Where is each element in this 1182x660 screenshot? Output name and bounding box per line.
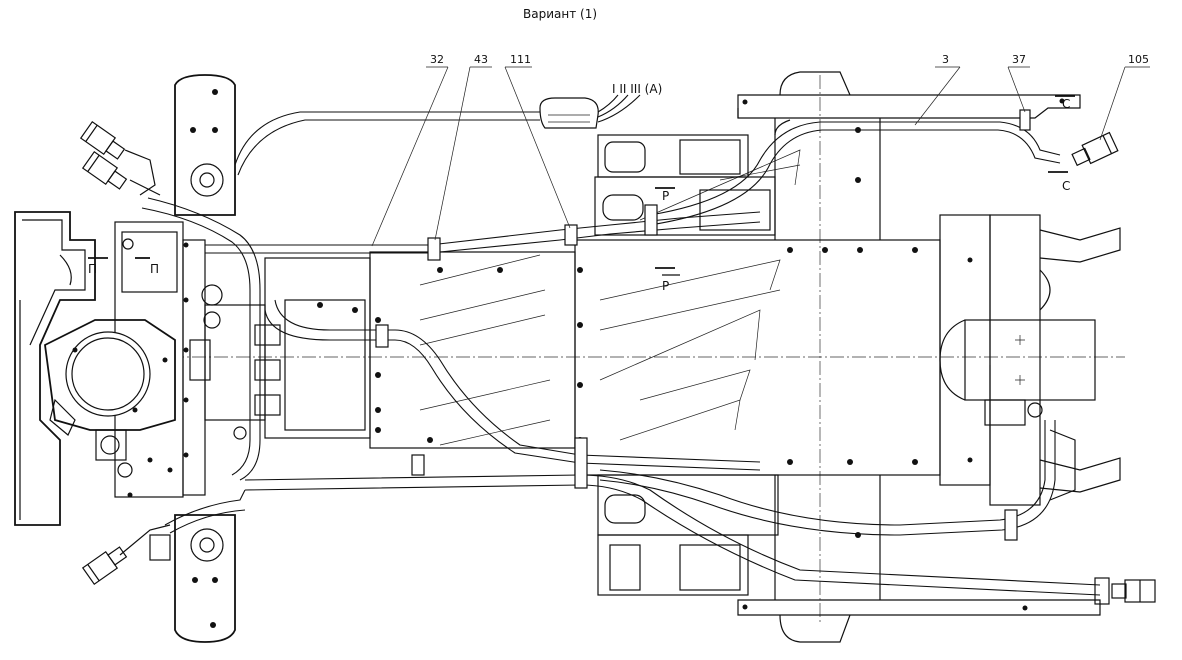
quick-coupling-upper-left — [79, 120, 161, 196]
svg-text:105: 105 — [1128, 53, 1149, 66]
drawing-title: Вариант (1) — [523, 7, 597, 21]
upper-left-bracket — [174, 74, 236, 216]
view-marker: I II III (A) — [612, 82, 662, 96]
pipe-upper-long — [234, 111, 540, 176]
pipe-lower-run — [244, 474, 1101, 596]
quick-coupling-105 — [1071, 131, 1119, 167]
section-c-lower-label: C — [1062, 179, 1070, 193]
clamp-37 — [1019, 109, 1031, 131]
upper-tank — [594, 134, 776, 236]
section-pi-right-label: П — [150, 262, 159, 276]
rear-axle-housing — [939, 214, 1121, 506]
hose-bundle-end — [539, 94, 641, 129]
callout-43: 43 — [434, 53, 492, 241]
pipe-32 — [205, 211, 761, 254]
svg-text:37: 37 — [1012, 53, 1026, 66]
pipe-top-hose — [141, 197, 261, 481]
pipe-lower-left-hose — [164, 489, 246, 534]
quick-coupling-lower-right — [1094, 577, 1156, 605]
clamp-center — [375, 324, 389, 348]
left-housing — [14, 211, 96, 526]
pipe-center-s — [264, 299, 761, 471]
clamp-p — [644, 204, 658, 236]
callout-37: 37 — [1007, 53, 1030, 113]
pipe-right-return — [599, 420, 1056, 536]
callout-32: 32 — [371, 53, 449, 247]
lower-left-bracket — [174, 514, 236, 643]
clamp-lower-1 — [411, 454, 425, 476]
pump-assembly — [44, 319, 176, 436]
callout-105: 105 — [1099, 53, 1150, 141]
section-p-lower-label: P — [662, 279, 669, 293]
quick-coupling-lower-left — [81, 524, 171, 586]
section-p-upper-label: P — [662, 189, 669, 203]
svg-text:43: 43 — [474, 53, 488, 66]
valve-stack — [189, 284, 281, 440]
central-gearbox — [264, 239, 941, 476]
clamp-right-lower — [1004, 509, 1018, 541]
section-c-upper-label: C — [1062, 97, 1070, 111]
svg-text:111: 111 — [510, 53, 531, 66]
gearbox-hatching — [419, 149, 801, 446]
clamp-43 — [427, 237, 441, 261]
callout-3: 3 — [914, 53, 961, 126]
svg-text:3: 3 — [942, 53, 949, 66]
clamp-111 — [564, 224, 578, 246]
callout-111: 111 — [504, 53, 571, 229]
clamp-lower-2 — [574, 437, 588, 489]
lower-tank — [597, 474, 779, 596]
svg-text:32: 32 — [430, 53, 444, 66]
section-pi-left-label: П — [88, 262, 97, 276]
lower-frame-rail — [737, 475, 1101, 643]
